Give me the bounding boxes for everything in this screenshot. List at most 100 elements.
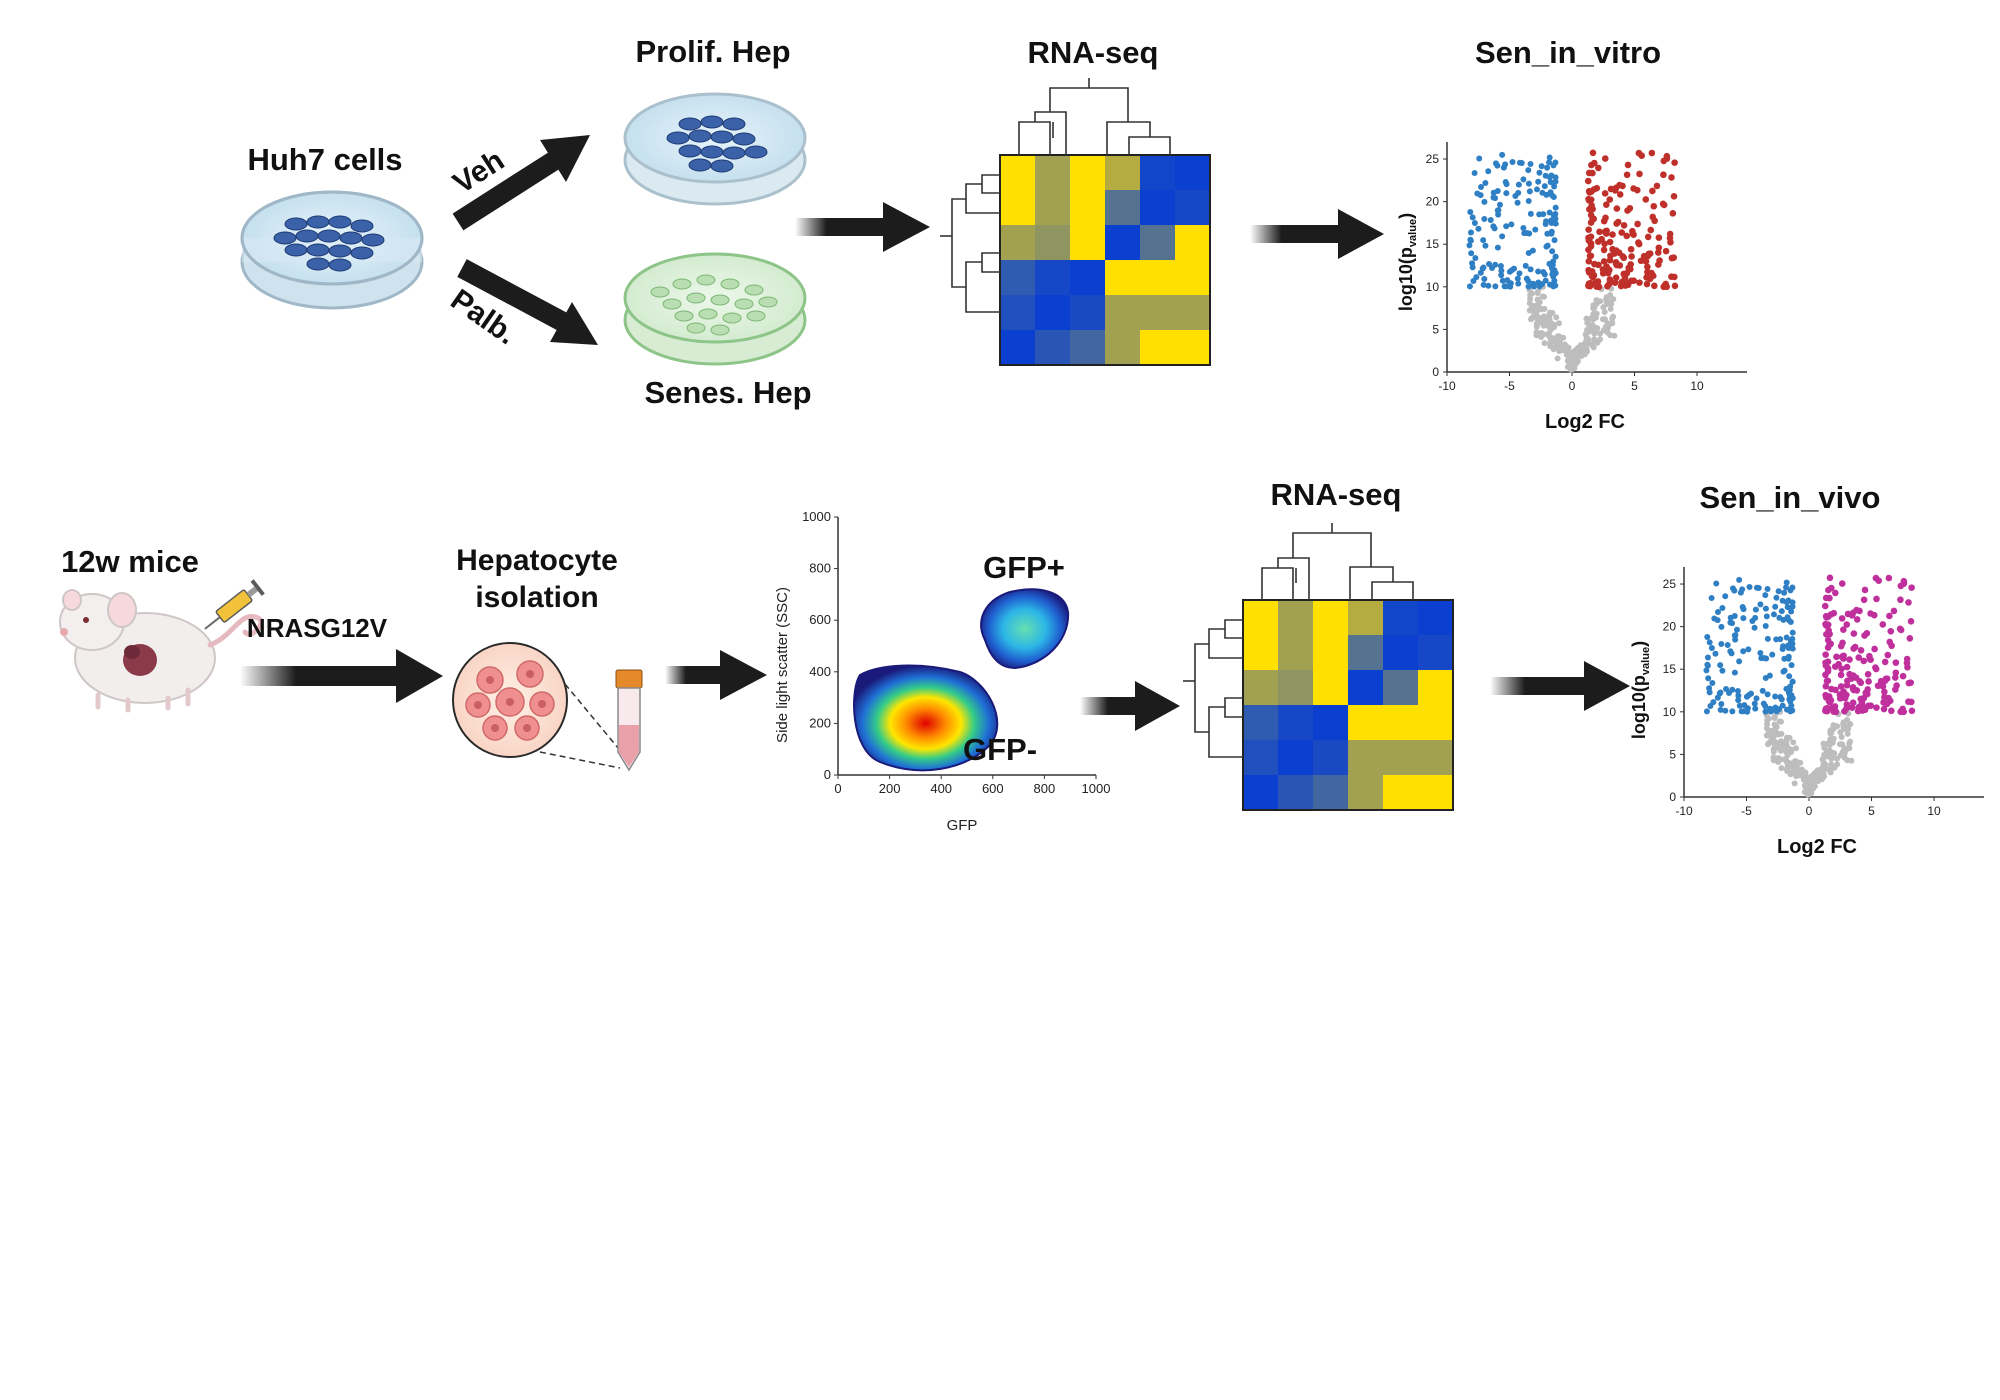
row2-volcano-up-point xyxy=(1892,686,1899,693)
row1-volcano-down-point xyxy=(1525,198,1532,205)
row1-volcano-down-point xyxy=(1526,188,1533,195)
row2-volcano-ns-point xyxy=(1803,784,1810,791)
row2-volcano-up-point xyxy=(1897,596,1904,604)
row1-volcano-down-point xyxy=(1466,283,1473,290)
row1-volcano-down-point xyxy=(1552,270,1559,277)
row2-volcano-down-point xyxy=(1719,667,1726,674)
row1-volcano-up-point xyxy=(1585,246,1592,254)
row2-volcano-down-point xyxy=(1706,689,1713,696)
row2-volcano-down-point xyxy=(1759,687,1766,694)
heatmap-cell xyxy=(1243,600,1278,635)
row1-volcano-up-point xyxy=(1660,157,1668,165)
row2-volcano-down-point xyxy=(1764,635,1771,642)
row2-volcano-up-point xyxy=(1828,704,1836,712)
row2-volcano-down-point xyxy=(1783,685,1790,692)
row1-volcano-down-point xyxy=(1547,189,1554,196)
row2-volcano-ns-point xyxy=(1840,725,1847,732)
row1-volcano-up-point xyxy=(1591,279,1599,287)
row1-volcano-up-point xyxy=(1589,216,1597,223)
row2-volcano-up-point xyxy=(1848,612,1856,619)
row1-volcano-down-point xyxy=(1552,159,1559,166)
row1-volcano-up-point xyxy=(1602,228,1609,235)
row2-volcano-up-point xyxy=(1856,678,1864,685)
row2-volcano-up-point xyxy=(1873,595,1880,603)
row1-volcano-ns-point xyxy=(1537,332,1544,339)
row1-volcano-down-point xyxy=(1532,226,1539,233)
row1-volcano-ns-point xyxy=(1527,292,1534,299)
heatmap-cell xyxy=(1278,670,1313,705)
row1-volcano-up-point xyxy=(1638,152,1646,160)
row1-volcano-ns-point xyxy=(1540,322,1547,329)
row2-volcano-up-point xyxy=(1832,589,1839,597)
row2-volcano-y-tick-label: 5 xyxy=(1669,747,1676,761)
row2-volcano-ns-point xyxy=(1844,730,1851,737)
row2-volcano-up-point xyxy=(1873,704,1880,711)
row1-volcano-down-point xyxy=(1549,248,1556,255)
row2-volcano-up-point xyxy=(1908,698,1915,706)
row1-volcano-up-point xyxy=(1600,269,1608,276)
hepatocyte-label-line2: isolation xyxy=(475,581,598,614)
row1-volcano-up-point xyxy=(1600,246,1608,254)
row1-volcano-up-point xyxy=(1606,238,1614,246)
row2-volcano-down-point xyxy=(1784,604,1791,611)
row2-volcano-down-point xyxy=(1736,658,1743,665)
row2-volcano-up-point xyxy=(1898,707,1905,715)
row1-volcano-up-point xyxy=(1612,260,1620,267)
row1-volcano-y-tick-label: 15 xyxy=(1426,237,1440,251)
row2-volcano-down-point xyxy=(1772,693,1779,700)
row2-volcano-ns-point xyxy=(1828,750,1835,757)
row2-volcano-ns-point xyxy=(1804,791,1811,798)
row1-volcano-down-point xyxy=(1552,282,1559,289)
row1-volcano-up-point xyxy=(1640,252,1648,260)
row1-volcano-ns-point xyxy=(1553,314,1560,321)
row2-volcano-down-point xyxy=(1704,634,1711,641)
row1-volcano-ns-point xyxy=(1607,305,1614,312)
row1-volcano-up-point xyxy=(1636,170,1643,178)
heatmap-cell xyxy=(1000,225,1035,260)
row1-volcano-down-point xyxy=(1469,214,1476,221)
row1-volcano-down-point xyxy=(1515,181,1522,188)
row1-volcano-ns-point xyxy=(1541,305,1548,312)
row1-volcano-up-point xyxy=(1663,152,1671,160)
row2-volcano-down-point xyxy=(1732,632,1739,639)
flow-y-tick-label: 600 xyxy=(809,612,831,627)
flow-x-tick-label: 600 xyxy=(982,781,1004,796)
heatmap-cell xyxy=(1000,260,1035,295)
row1-volcano-up-point xyxy=(1600,258,1608,265)
row1-volcano-up-point xyxy=(1644,268,1651,276)
row2-volcano-down-point xyxy=(1718,623,1725,630)
row2-volcano-up-point xyxy=(1824,613,1832,620)
row2-volcano-up-point xyxy=(1850,645,1857,652)
row1-volcano-up-point xyxy=(1643,274,1650,281)
row2-volcano-down-point xyxy=(1783,706,1790,713)
row1-volcano-y-tick-label: 5 xyxy=(1432,322,1439,336)
row1-volcano-up-point xyxy=(1628,253,1635,260)
row1-volcano-ns-point xyxy=(1556,348,1563,355)
row2-volcano-x-tick-label: 0 xyxy=(1806,804,1813,818)
row2-volcano-down-point xyxy=(1711,615,1718,622)
row1-volcano-down-point xyxy=(1492,283,1499,290)
row2-volcano-down-point xyxy=(1722,593,1729,600)
row2-volcano-down-point xyxy=(1752,705,1759,712)
row2-volcano-down-point xyxy=(1724,642,1731,649)
row1-volcano-x-tick-label: -10 xyxy=(1438,379,1456,393)
row1-volcano-up-point xyxy=(1627,245,1635,253)
heatmap-cell xyxy=(1383,600,1418,635)
heatmap-cell xyxy=(1383,635,1418,670)
row2-volcano-up-point xyxy=(1822,682,1830,690)
flow-x-tick-label: 400 xyxy=(930,781,952,796)
row2-volcano-up-point xyxy=(1877,677,1885,685)
heatmap-cell xyxy=(1035,190,1070,225)
heatmap-cell xyxy=(1105,330,1140,365)
row2-volcano-down-point xyxy=(1717,689,1724,696)
row1-volcano-down-point xyxy=(1480,281,1487,288)
row2-volcano-ns-point xyxy=(1821,744,1828,751)
row1-volcano-ns-point xyxy=(1540,293,1547,300)
row2-volcano-up-point xyxy=(1871,645,1878,653)
row2-volcano-down-point xyxy=(1708,645,1715,652)
heatmap-cell xyxy=(1383,705,1418,740)
row1-volcano-down-point xyxy=(1552,211,1559,218)
row2-arrow-to-heatmap-icon xyxy=(1080,681,1180,731)
row2-volcano-down-point xyxy=(1789,707,1796,714)
